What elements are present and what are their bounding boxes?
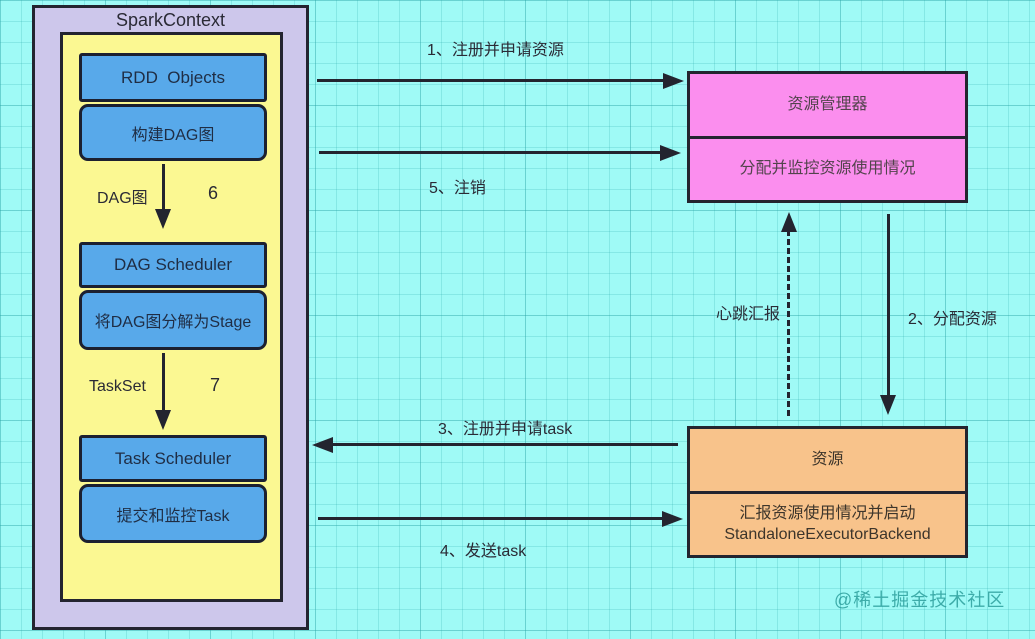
watermark: @稀土掘金技术社区: [834, 590, 1006, 610]
resource-box: 资源 汇报资源使用情况并启动 StandaloneExecutorBackend: [687, 426, 968, 558]
edge-heartbeat-line: [787, 230, 790, 416]
edge-deregister-arrowhead-icon: [660, 145, 681, 161]
taskset-edge-arrowhead-icon: [155, 410, 171, 430]
edge-allocate-label: 2、分配资源: [908, 311, 997, 328]
taskset-edge-step: 7: [210, 375, 221, 395]
build-dag-box: 构建DAG图: [79, 104, 267, 161]
edge-send-task-label: 4、发送task: [440, 543, 527, 560]
edge-send-task-arrowhead-icon: [662, 511, 683, 527]
edge-register-resources-line: [317, 79, 665, 82]
spark-context-title: SparkContext: [115, 10, 226, 30]
edge-heartbeat-arrowhead-icon: [781, 212, 797, 232]
edge-register-task-arrowhead-icon: [312, 437, 333, 453]
dag-edge-line: [162, 164, 165, 210]
dag-scheduler-box: DAG Scheduler: [79, 242, 267, 288]
resource-manager-subtitle: 分配并监控资源使用情况: [690, 135, 965, 201]
edge-allocate-arrowhead-icon: [880, 395, 896, 415]
edge-allocate-line: [887, 214, 890, 396]
submit-monitor-task-box: 提交和监控Task: [79, 484, 267, 543]
edge-register-resources-label: 1、注册并申请资源: [427, 42, 564, 59]
resource-manager-title: 资源管理器: [787, 95, 868, 113]
edge-send-task-line: [318, 517, 664, 520]
resource-title: 资源: [811, 450, 844, 468]
edge-register-task-line: [332, 443, 678, 446]
dag-edge-step: 6: [208, 183, 219, 203]
resource-subtitle-line1: 汇报资源使用情况并启动: [739, 504, 916, 522]
taskset-edge-line: [162, 353, 165, 411]
resource-subtitle: 汇报资源使用情况并启动 StandaloneExecutorBackend: [690, 490, 965, 556]
dag-split-stage-box: 将DAG图分解为Stage: [79, 290, 267, 350]
rdd-objects-box: RDD Objects: [79, 53, 267, 102]
resource-subtitle-line2: StandaloneExecutorBackend: [724, 526, 931, 544]
task-scheduler-box: Task Scheduler: [79, 435, 267, 482]
edge-heartbeat-label: 心跳汇报: [716, 306, 781, 323]
dag-edge-arrowhead-icon: [155, 209, 171, 229]
edge-register-resources-arrowhead-icon: [663, 73, 684, 89]
resource-manager-box: 资源管理器 分配并监控资源使用情况: [687, 71, 968, 203]
dag-edge-label: DAG图: [97, 190, 148, 207]
edge-deregister-line: [319, 151, 662, 154]
edge-register-task-label: 3、注册并申请task: [438, 421, 573, 438]
edge-deregister-label: 5、注销: [429, 180, 486, 197]
taskset-edge-label: TaskSet: [89, 378, 146, 395]
